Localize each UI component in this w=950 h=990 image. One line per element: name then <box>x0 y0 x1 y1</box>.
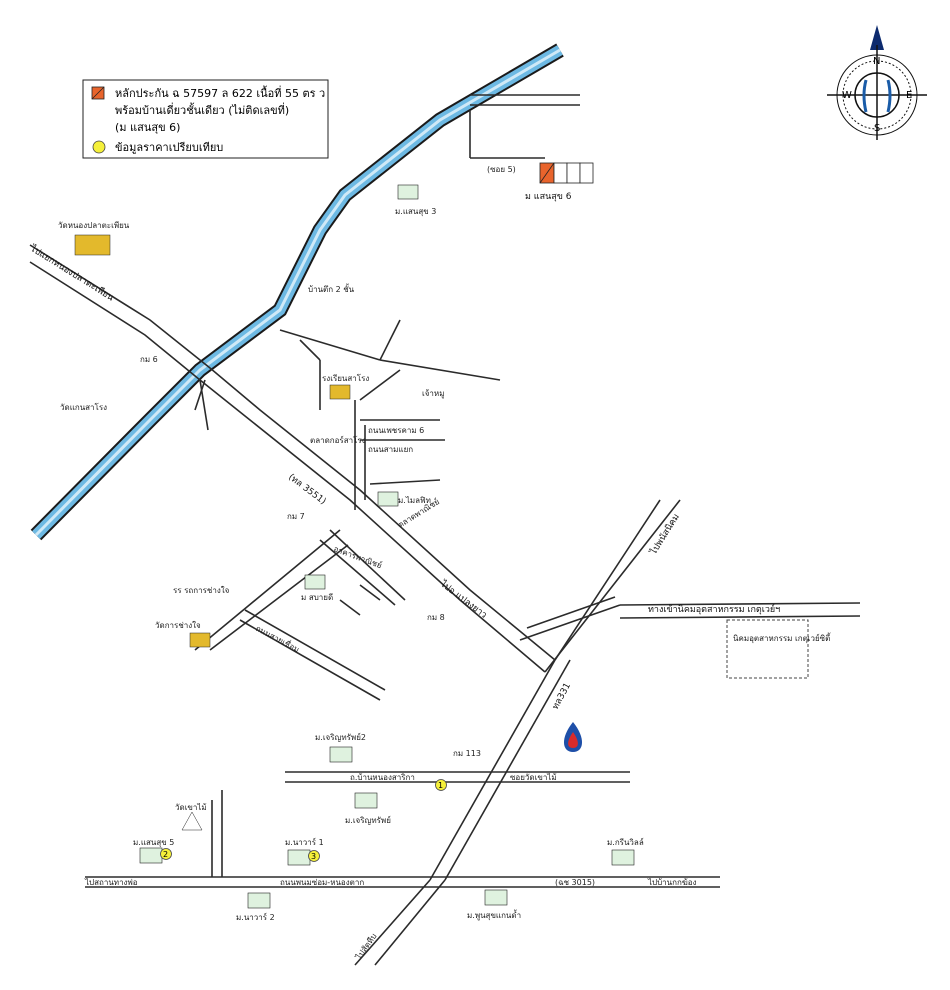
compare-marker-2 <box>160 848 172 860</box>
temple-icons <box>74 234 351 831</box>
house-icon <box>287 849 311 866</box>
label-road-left-bottom: ไปสถานทางพ่อ <box>84 878 138 887</box>
canal <box>30 43 564 541</box>
label-moo-nawa1: ม.นาวาร์ 1 <box>285 837 324 847</box>
label-moo-sansuk5: ม.แสนสุข 5 <box>133 838 174 847</box>
house-icon <box>304 574 326 590</box>
compass-icon: N S E W <box>827 25 927 140</box>
house-icon <box>397 184 419 200</box>
label-wat-saraphat: วัดแกนสาโรง <box>60 402 107 412</box>
label-bankob: บ้านตึก 2 ชั้น <box>308 283 355 294</box>
label-nikhom: นิคมอุตสาหกรรม เกตุเวย์ซิตี้ <box>733 632 831 643</box>
temple-icon <box>329 384 351 400</box>
svg-text:1: 1 <box>438 781 443 790</box>
label-moo-sansook3: ม.แสนสุข 3 <box>395 207 436 216</box>
label-temple2: วัดการช่างใจ <box>155 621 201 630</box>
house-icon <box>611 849 635 866</box>
label-km7: กม 7 <box>287 512 305 521</box>
house-icon <box>329 746 353 763</box>
road-network <box>29 94 861 966</box>
svg-text:S: S <box>874 123 880 134</box>
label-talat: ตลาดกอร์สาโรง <box>310 435 366 445</box>
temple-icon <box>74 234 111 256</box>
map-labels: ไปแยกหนองปลาตะเพียน (ทล 3551) ไปอ แปลงยา… <box>28 165 832 962</box>
label-moo-mailfit: ม.ไมลฟิท <box>398 496 431 505</box>
compare-marker-3 <box>308 850 320 862</box>
label-road-331: ทล331 <box>551 681 573 711</box>
label-moo-phunsuk: ม.พูนสุขแกนด้ำ <box>467 909 521 921</box>
label-wat-left: วัดหนองปลาตะเพียน <box>58 221 130 230</box>
legend-line-3: (ม แสนสุข 6) <box>115 121 180 134</box>
label-road-industrial: ทางเข้านิคมอุตสาหกรรม เกตุเวย์ฯ <box>648 603 780 615</box>
compare-marker-1 <box>435 779 447 791</box>
label-km8: กม 8 <box>427 613 445 622</box>
industrial-estate-box <box>726 619 809 679</box>
label-soi: (ซอย 5) <box>487 165 516 174</box>
label-road-sattahip: ไปสัตหีบ <box>354 932 379 962</box>
temple-icon <box>181 811 203 831</box>
label-moo-sukjai: ม สบายดี <box>301 593 333 602</box>
label-moo-sansook6: ม แสนสุข 6 <box>525 192 572 202</box>
legend: หลักประกัน ฉ 57597 ล 622 เนื้อที่ 55 ตร … <box>82 79 329 159</box>
house-icons <box>139 184 635 909</box>
label-moo-greenvil: ม.กรีนวิลล์ <box>607 837 644 847</box>
label-road-bannongsan: ถ.บ้านหนองสาริกา <box>350 773 415 782</box>
label-road-khoitap: ซอยวัดเขาไม้ <box>510 773 557 782</box>
label-moo-jaroensuk: ม.เจริญทรัพย์ <box>345 815 391 825</box>
label-jaomu: เจ้าหมู <box>422 389 444 399</box>
svg-text:3: 3 <box>311 852 316 861</box>
label-moo-nawa2: ม.นาวาร์ 2 <box>236 912 275 922</box>
legend-line-2: พร้อมบ้านเดี่ยวชั้นเดียว (ไม่ติดเลขที่) <box>115 102 289 117</box>
label-wat-khaomai: วัดเขาไม้ <box>175 803 207 812</box>
house-icon <box>139 847 163 864</box>
ptt-station-icon <box>563 722 583 752</box>
legend-line-1: หลักประกัน ฉ 57597 ล 622 เนื้อที่ 55 ตร … <box>115 85 325 100</box>
label-road-bannongkhong: ไปบ้านกกฆ้อง <box>647 878 697 887</box>
svg-text:2: 2 <box>163 850 168 859</box>
svg-text:E: E <box>906 90 912 101</box>
legend-line-4: ข้อมูลราคาเปรียบเทียบ <box>115 141 223 154</box>
label-road-rp: ถนนสามแยก <box>368 445 413 454</box>
house-icon <box>247 892 271 909</box>
house-icon <box>354 792 378 809</box>
svg-text:N: N <box>873 56 880 67</box>
label-road-3015: (ฉช 3015) <box>555 878 595 887</box>
label-moo-jaroensuk2: ม.เจริญทรัพย์2 <box>315 732 366 742</box>
label-km113: กม 113 <box>453 749 481 758</box>
svg-text:W: W <box>842 90 852 101</box>
label-rongrian: รงเรียนสาโรง <box>322 373 369 383</box>
label-km6: กม 6 <box>140 355 158 364</box>
compare-markers: 1 2 3 <box>160 779 447 862</box>
house-icon <box>484 889 508 906</box>
house-icon <box>377 491 399 507</box>
legend-compare-swatch <box>92 140 106 154</box>
label-road-pt: ถนนเพชรคาม 6 <box>368 426 424 435</box>
label-school: รร รถการช่างใจ <box>173 586 230 595</box>
temple-icon <box>189 632 211 648</box>
label-road-phanatthong: ถนนพนมซ่อม-หนองตาก <box>280 878 364 887</box>
subject-plot <box>539 162 594 184</box>
